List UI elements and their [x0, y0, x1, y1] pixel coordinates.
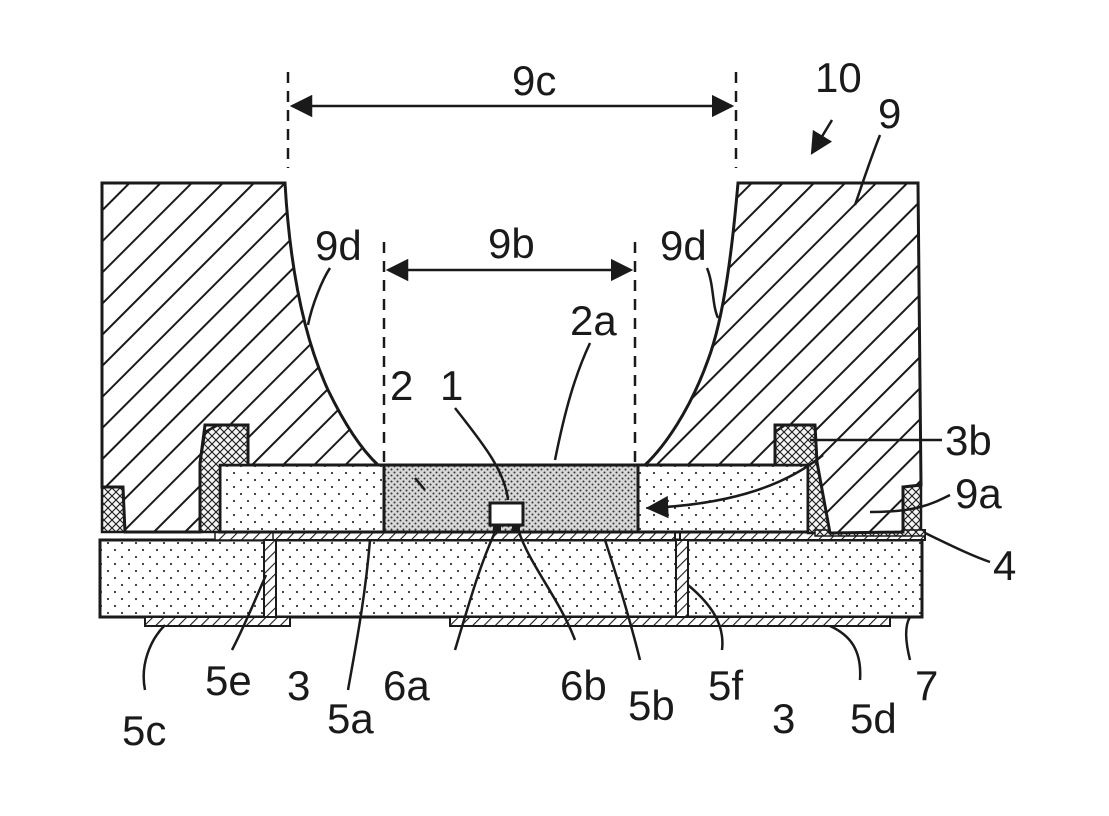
label-6a: 6a	[383, 662, 430, 709]
label-5e: 5e	[205, 657, 252, 704]
leader-4	[925, 533, 990, 562]
leader-9d-left	[308, 268, 330, 325]
leader-2a	[555, 343, 590, 460]
label-5c: 5c	[122, 707, 166, 754]
label-2: 2	[390, 362, 413, 409]
adhesive-step-left	[102, 487, 125, 532]
label-9d-left: 9d	[315, 222, 362, 269]
bump-6a	[493, 525, 501, 531]
electrode-5c	[145, 617, 290, 626]
label-3-right: 3	[772, 695, 795, 742]
leader-7	[906, 617, 910, 660]
bump-6b	[512, 525, 520, 531]
label-9d-right: 9d	[660, 222, 707, 269]
label-9: 9	[878, 90, 901, 137]
via-5f	[676, 540, 688, 617]
led-chip	[490, 503, 523, 525]
label-7: 7	[915, 662, 938, 709]
label-1: 1	[440, 362, 463, 409]
leader-10	[812, 120, 832, 153]
label-5a: 5a	[327, 695, 374, 742]
label-4: 4	[993, 542, 1016, 589]
leader-5c	[144, 625, 165, 690]
label-3b: 3b	[945, 417, 992, 464]
label-9b: 9b	[488, 220, 535, 267]
label-3-left: 3	[287, 662, 310, 709]
leader-5d	[830, 626, 860, 680]
electrode-5d	[450, 617, 890, 626]
label-9a: 9a	[955, 470, 1002, 517]
label-5d: 5d	[850, 695, 897, 742]
label-6b: 6b	[560, 662, 607, 709]
label-5f: 5f	[708, 662, 743, 709]
leader-9d-right	[707, 268, 718, 318]
label-5b: 5b	[628, 682, 675, 729]
label-9c: 9c	[512, 57, 556, 104]
label-2a: 2a	[570, 297, 617, 344]
substrate	[100, 540, 922, 617]
label-10: 10	[815, 54, 862, 101]
dam-left	[220, 465, 385, 532]
